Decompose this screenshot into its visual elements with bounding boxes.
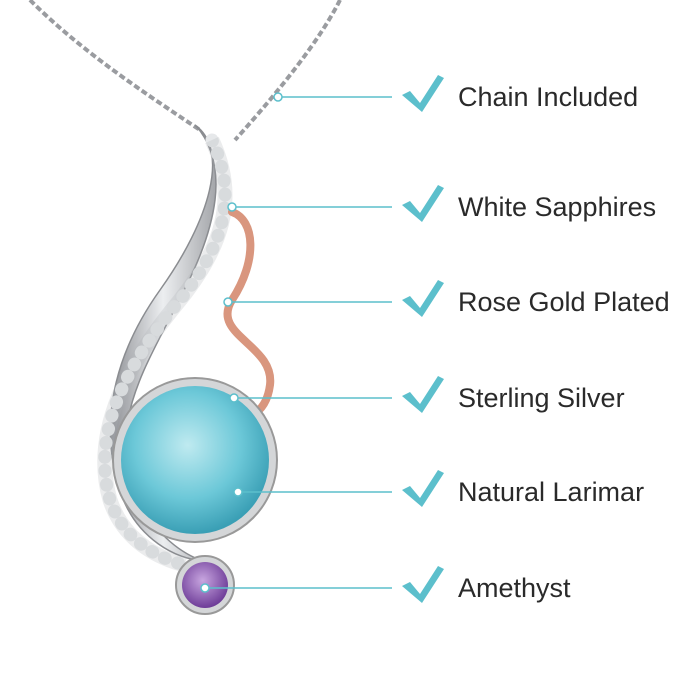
check-icon xyxy=(402,376,444,413)
check-icon xyxy=(402,470,444,507)
feature-label-chain: Chain Included xyxy=(458,82,639,112)
feature-label-amethyst: Amethyst xyxy=(458,573,571,603)
feature-label-sapphires: White Sapphires xyxy=(458,192,657,222)
callout-lines xyxy=(200,92,392,593)
larimar-stone xyxy=(121,386,269,534)
check-icon xyxy=(402,185,444,222)
check-icon xyxy=(402,280,444,317)
feature-label-rose-gold: Rose Gold Plated xyxy=(458,287,670,317)
rose-gold-wire xyxy=(223,208,275,419)
chain xyxy=(28,0,342,142)
check-icon xyxy=(402,566,444,603)
feature-label-larimar: Natural Larimar xyxy=(458,477,645,507)
white-sapphires xyxy=(98,133,232,572)
feature-label-silver: Sterling Silver xyxy=(458,383,625,413)
check-icon xyxy=(402,75,444,112)
